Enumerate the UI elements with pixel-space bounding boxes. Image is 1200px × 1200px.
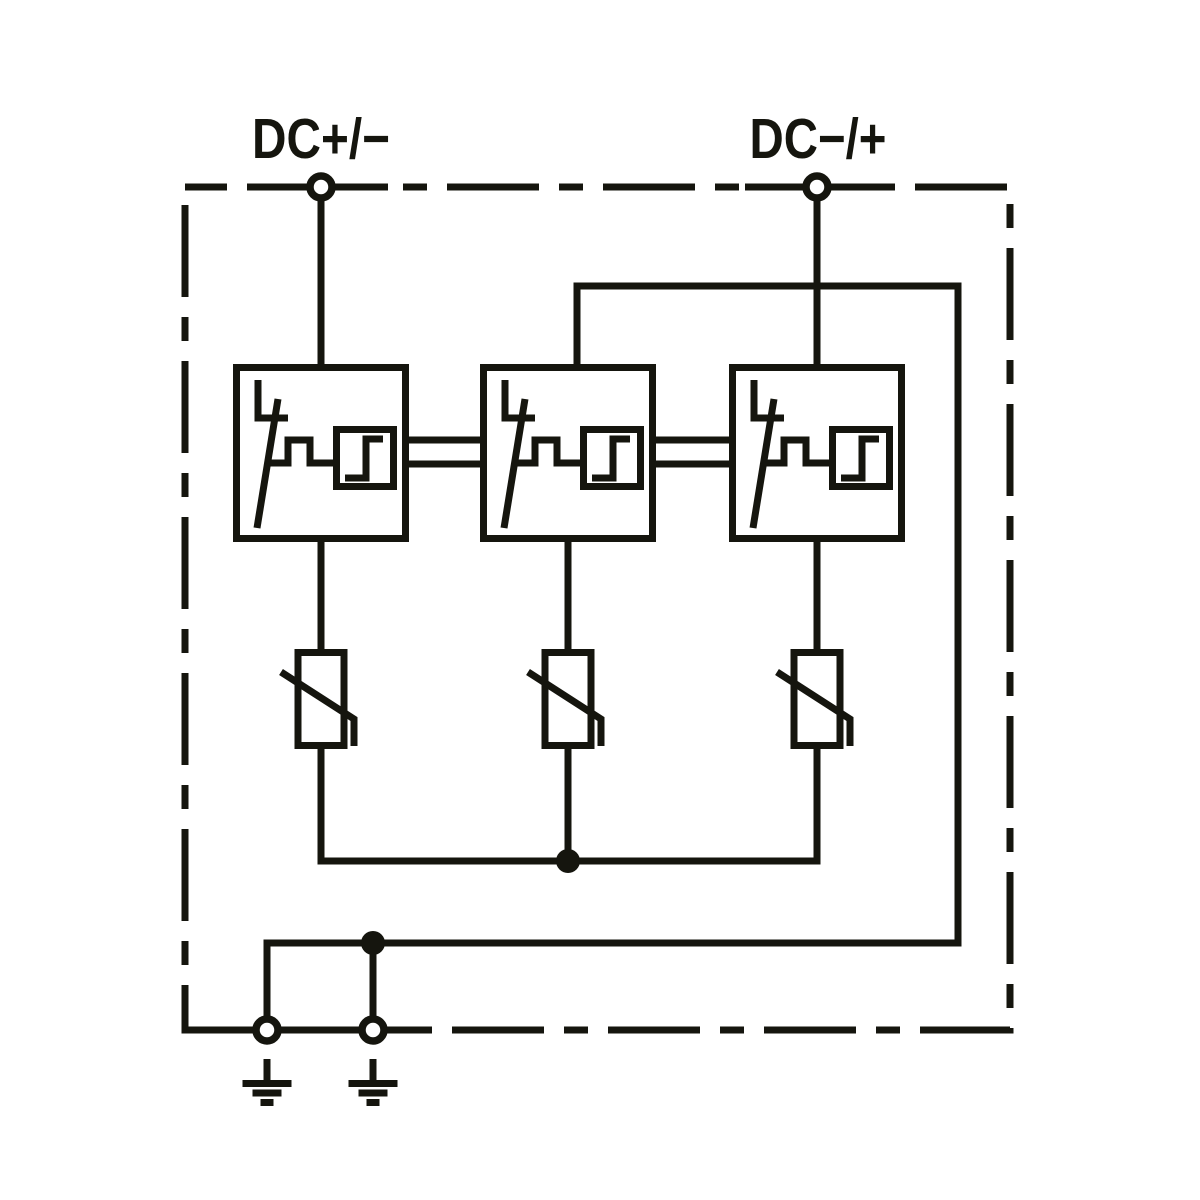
varistor-2 [528,653,601,747]
dc-minus-plus-label: DC−/+ [750,107,887,171]
terminal-earth-2 [358,1015,388,1045]
dc-plus-minus-label: DC+/− [252,107,390,171]
earth-ground-symbol-1 [243,1059,292,1103]
terminal-earth-1 [252,1015,282,1045]
disconnector-block-3 [733,368,902,539]
disconnector-block-2 [484,368,653,539]
junction-dot-varistor-bus [556,849,580,873]
enclosure-border [181,183,1014,1034]
wire-block2-to-earth-bus [263,282,962,1030]
varistor-1 [281,653,354,747]
terminal-dc-minus-plus [802,172,832,202]
junction-dot-earth-bus [361,931,385,955]
earth-ground-symbol-2 [349,1059,398,1103]
disconnector-block-1 [237,368,406,539]
terminal-dc-plus-minus [306,172,336,202]
varistor-3 [777,653,850,747]
